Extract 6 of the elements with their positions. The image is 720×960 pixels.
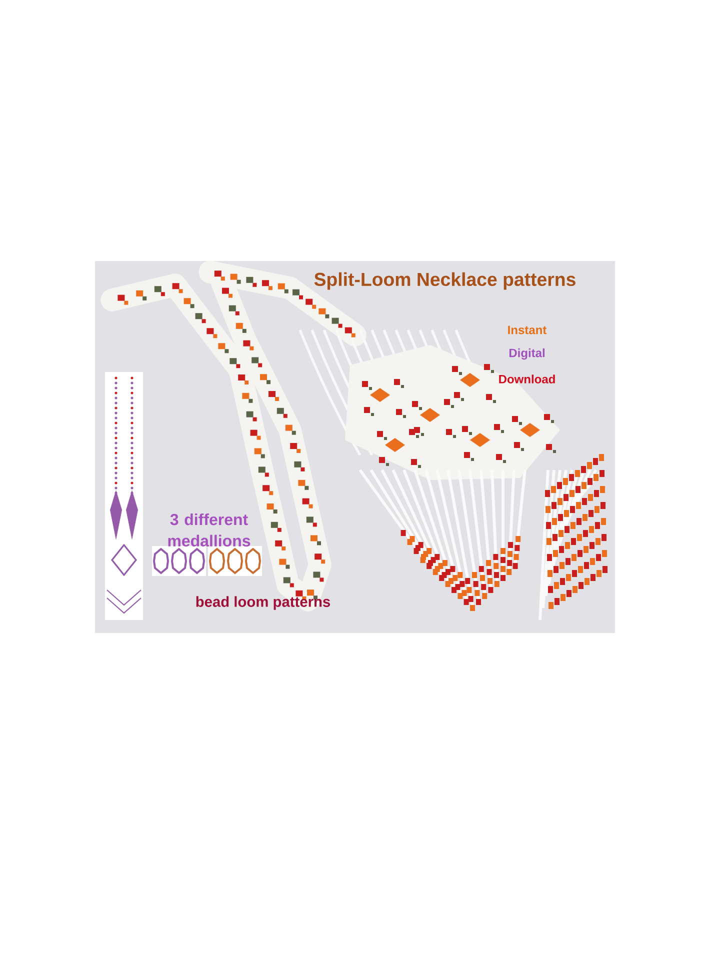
title: Split-Loom Necklace patterns <box>314 272 576 290</box>
caption-text: Digital <box>509 348 544 360</box>
caption-text: bead loom patterns <box>196 596 330 610</box>
caption-text: Download <box>499 374 555 384</box>
caption-text: 3 different medallions <box>168 513 250 547</box>
caption-text: Instant <box>508 326 547 334</box>
